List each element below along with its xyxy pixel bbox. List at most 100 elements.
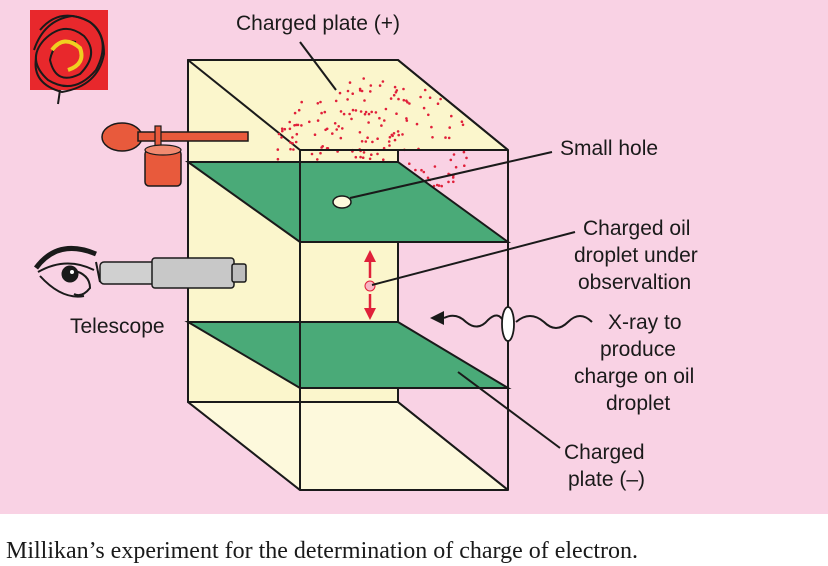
oil-droplet-dot <box>371 140 374 144</box>
charged-plate-positive-label: Charged plate (+) <box>236 12 400 35</box>
caption-band <box>0 514 828 566</box>
oil-droplet-dot <box>439 97 442 101</box>
oil-droplet-dot <box>358 89 362 92</box>
oil-droplet-dot <box>397 133 401 137</box>
oil-droplet-dot <box>308 120 311 124</box>
oil-droplet-dot <box>427 113 430 117</box>
oil-droplet-dot <box>389 97 393 100</box>
figure-caption: Millikan’s experiment for the determinat… <box>6 538 638 564</box>
oil-droplet-dot <box>423 88 427 92</box>
oil-droplet-dot <box>366 136 369 139</box>
atomizer-tube <box>137 131 249 142</box>
oil-droplet-dot <box>339 110 343 113</box>
oil-droplet-dot <box>300 100 304 104</box>
oil-droplet-dot <box>420 168 423 172</box>
oil-droplet-dot <box>440 184 444 188</box>
oil-droplet-dot <box>460 120 464 123</box>
back-right-bottom-edge <box>397 401 509 491</box>
oil-droplet-dot <box>280 136 283 139</box>
oil-droplet-dot <box>325 147 329 150</box>
oil-droplet-dot <box>316 158 319 161</box>
oil-droplet-dot <box>436 102 440 105</box>
oil-droplet-dot <box>395 112 398 115</box>
xray-wave-icon <box>430 306 593 342</box>
observed-droplet <box>364 250 376 320</box>
oil-droplet-dot <box>401 133 404 136</box>
oil-droplet-dot <box>335 128 339 131</box>
telescope-objective <box>231 263 247 283</box>
oil-droplet-dot <box>376 152 379 156</box>
oil-droplet-dot <box>293 111 297 115</box>
oil-droplet-dot <box>337 125 341 128</box>
charged-plate-negative-label-line1: Charged <box>564 441 645 464</box>
oil-droplet-dot <box>368 157 372 161</box>
small-hole-label: Small hole <box>560 137 658 160</box>
oil-droplet-label-line1: Charged oil <box>583 217 690 240</box>
oil-droplet-dot <box>393 138 397 142</box>
oil-droplet-dot <box>294 140 298 144</box>
oil-droplet-dot <box>388 135 392 139</box>
xray-label-line1: X-ray to <box>608 311 682 334</box>
oil-droplet-dot <box>388 144 391 147</box>
oil-droplet-dot <box>397 97 400 101</box>
oil-droplet-dot <box>387 140 391 143</box>
xray-label-line3: charge on oil <box>574 365 694 388</box>
small-hole-pointer <box>349 151 553 199</box>
oil-droplet-dot <box>463 164 466 167</box>
oil-droplet-dot <box>402 87 405 91</box>
oil-droplet-dot <box>444 136 447 139</box>
oil-droplet-dot <box>333 122 337 125</box>
oil-droplet-dot <box>462 150 466 154</box>
oil-droplet-dot <box>367 121 370 124</box>
oil-droplet-dot <box>393 85 397 89</box>
oil-droplet-dot <box>358 131 362 134</box>
oil-droplet-dot <box>361 156 365 159</box>
oil-droplet-dot <box>370 153 373 156</box>
oil-droplet-dot <box>364 110 368 114</box>
oil-droplet-dot <box>319 100 322 104</box>
oil-droplet-dot <box>316 102 320 105</box>
oil-droplet-dot <box>378 116 381 120</box>
droplet <box>364 280 376 292</box>
oil-droplet-dot <box>342 112 346 116</box>
oil-droplet-dot <box>415 122 419 126</box>
oil-droplet-dot <box>300 124 303 127</box>
oil-droplet-dot <box>316 119 320 122</box>
telescope-barrel <box>151 257 235 289</box>
oil-droplet-dot <box>405 119 409 122</box>
oil-droplet-dot <box>363 112 367 116</box>
positive-plate-pointer <box>299 41 337 91</box>
oil-droplet-dot <box>431 136 434 139</box>
oil-droplet-dot <box>339 136 343 140</box>
oil-droplet-dot <box>414 168 417 172</box>
oil-droplet-dot <box>276 157 280 161</box>
oil-droplet-dot <box>281 129 284 133</box>
oil-droplet-dot <box>367 112 371 116</box>
negative-plate-pointer <box>457 371 561 449</box>
oil-droplet-dot <box>323 110 327 114</box>
droplet-pointer <box>371 231 576 286</box>
oil-droplet-dot <box>408 162 411 165</box>
oil-droplet-dot <box>465 156 468 160</box>
oil-droplet-dot <box>362 151 366 154</box>
oil-droplet-dot <box>376 137 379 140</box>
oil-droplet-dot <box>447 180 450 184</box>
oil-droplet-dot <box>382 158 385 161</box>
oil-droplet-dot <box>369 90 372 93</box>
oil-droplet-dot <box>320 111 323 115</box>
oil-droplet-dot <box>359 155 362 159</box>
oil-droplet-dot <box>450 114 453 118</box>
oil-droplet-dot <box>402 98 406 102</box>
oil-droplet-dot <box>310 152 314 156</box>
xray-label-line2: produce <box>600 338 676 361</box>
oil-droplet-label-line3: observaltion <box>578 271 691 294</box>
oil-droplet-dot <box>381 80 385 83</box>
oil-droplet-dot <box>437 184 441 187</box>
oil-droplet-dot <box>350 117 353 121</box>
oil-droplet-dot <box>433 165 437 168</box>
oil-droplet-dot <box>428 96 432 99</box>
oil-droplet-dot <box>430 125 433 129</box>
oil-droplet-dot <box>447 136 451 140</box>
oil-droplet-dot <box>405 117 408 120</box>
